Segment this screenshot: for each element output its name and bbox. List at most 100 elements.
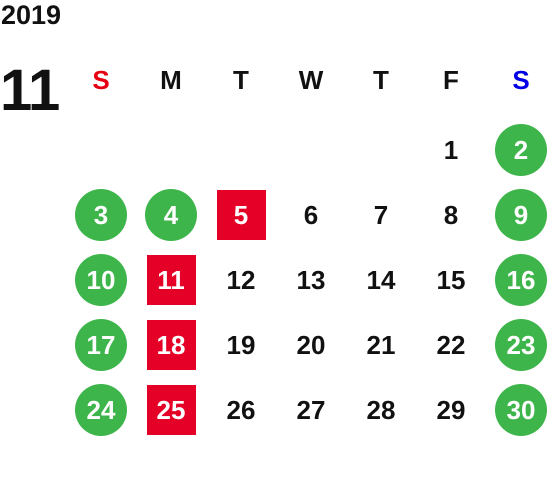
day-number: 14 xyxy=(366,265,396,295)
day-cell: 22 xyxy=(425,319,477,371)
empty-day-cell xyxy=(355,124,407,176)
day-cell: 8 xyxy=(425,189,477,241)
weekday-header-mon: M xyxy=(160,65,182,95)
day-plain: 12 xyxy=(215,254,267,306)
empty-day-cell xyxy=(285,124,337,176)
day-green-circle-marker: 3 xyxy=(75,189,127,241)
day-green-circle-marker: 4 xyxy=(145,189,197,241)
day-number: 9 xyxy=(513,200,529,230)
weekday-header-tue: T xyxy=(233,65,249,95)
day-cell: 11 xyxy=(145,254,197,306)
day-cell: 25 xyxy=(145,384,197,436)
day-number: 22 xyxy=(436,330,466,360)
day-cell: 26 xyxy=(215,384,267,436)
weekday-header-thu: T xyxy=(373,65,389,95)
month-label: 11 xyxy=(0,58,60,123)
day-number: 16 xyxy=(506,265,536,295)
day-number: 13 xyxy=(296,265,326,295)
day-cell: 30 xyxy=(495,384,547,436)
day-number: 6 xyxy=(303,200,319,230)
day-number: 1 xyxy=(443,135,459,165)
day-number: 29 xyxy=(436,395,466,425)
day-cell: 6 xyxy=(285,189,337,241)
day-red-square-marker: 18 xyxy=(146,320,196,370)
year-label: 2019 xyxy=(1,0,62,30)
day-green-circle-marker: 16 xyxy=(495,254,547,306)
weekday-header-sat: S xyxy=(512,65,530,95)
day-number: 24 xyxy=(86,395,116,425)
day-green-circle-marker: 24 xyxy=(75,384,127,436)
day-cell: 14 xyxy=(355,254,407,306)
day-cell: 17 xyxy=(75,319,127,371)
day-number: 26 xyxy=(226,395,256,425)
day-cell: 10 xyxy=(75,254,127,306)
day-cell: 20 xyxy=(285,319,337,371)
empty-day-cell xyxy=(75,124,127,176)
day-cell: 3 xyxy=(75,189,127,241)
day-cell: 9 xyxy=(495,189,547,241)
day-plain: 29 xyxy=(425,384,477,436)
day-number: 23 xyxy=(506,330,536,360)
day-cell: 24 xyxy=(75,384,127,436)
day-number: 3 xyxy=(93,200,109,230)
day-cell: 5 xyxy=(215,189,267,241)
day-red-square-marker: 5 xyxy=(216,190,266,240)
empty-day-cell xyxy=(145,124,197,176)
day-cell: 23 xyxy=(495,319,547,371)
day-number: 5 xyxy=(233,200,249,230)
day-green-circle-marker: 17 xyxy=(75,319,127,371)
empty-day-cell xyxy=(215,124,267,176)
day-cell: 4 xyxy=(145,189,197,241)
day-plain: 28 xyxy=(355,384,407,436)
day-cell: 16 xyxy=(495,254,547,306)
day-cell: 1 xyxy=(425,124,477,176)
day-cell: 19 xyxy=(215,319,267,371)
day-number: 20 xyxy=(296,330,326,360)
day-plain: 21 xyxy=(355,319,407,371)
day-plain: 26 xyxy=(215,384,267,436)
day-plain: 1 xyxy=(425,124,477,176)
day-green-circle-marker: 30 xyxy=(495,384,547,436)
day-number: 12 xyxy=(226,265,256,295)
weekday-header-fri: F xyxy=(443,65,459,95)
day-number: 30 xyxy=(506,395,536,425)
day-red-square-marker: 25 xyxy=(146,385,196,435)
day-number: 2 xyxy=(513,135,529,165)
day-number: 8 xyxy=(443,200,459,230)
day-plain: 19 xyxy=(215,319,267,371)
weekday-header-wed: W xyxy=(298,65,324,95)
day-plain: 8 xyxy=(425,189,477,241)
day-plain: 20 xyxy=(285,319,337,371)
day-cell: 27 xyxy=(285,384,337,436)
day-number: 10 xyxy=(86,265,116,295)
day-cell: 18 xyxy=(145,319,197,371)
day-plain: 15 xyxy=(425,254,477,306)
day-number: 7 xyxy=(373,200,389,230)
day-number: 25 xyxy=(156,395,186,425)
day-green-circle-marker: 23 xyxy=(495,319,547,371)
day-number: 15 xyxy=(436,265,466,295)
day-plain: 6 xyxy=(285,189,337,241)
day-number: 4 xyxy=(163,200,179,230)
day-cell: 28 xyxy=(355,384,407,436)
day-plain: 14 xyxy=(355,254,407,306)
day-number: 28 xyxy=(366,395,396,425)
day-cell: 13 xyxy=(285,254,337,306)
day-green-circle-marker: 2 xyxy=(495,124,547,176)
day-cell: 2 xyxy=(495,124,547,176)
day-cell: 7 xyxy=(355,189,407,241)
day-red-square-marker: 11 xyxy=(146,255,196,305)
day-plain: 7 xyxy=(355,189,407,241)
day-number: 19 xyxy=(226,330,256,360)
weekday-header-row: S M T W T F S xyxy=(75,54,547,106)
day-number: 21 xyxy=(366,330,396,360)
day-plain: 27 xyxy=(285,384,337,436)
day-plain: 13 xyxy=(285,254,337,306)
day-cell: 12 xyxy=(215,254,267,306)
day-green-circle-marker: 9 xyxy=(495,189,547,241)
day-green-circle-marker: 10 xyxy=(75,254,127,306)
day-number: 18 xyxy=(156,330,186,360)
day-cell: 15 xyxy=(425,254,477,306)
day-number: 17 xyxy=(86,330,116,360)
weekday-header-sun: S xyxy=(92,65,110,95)
